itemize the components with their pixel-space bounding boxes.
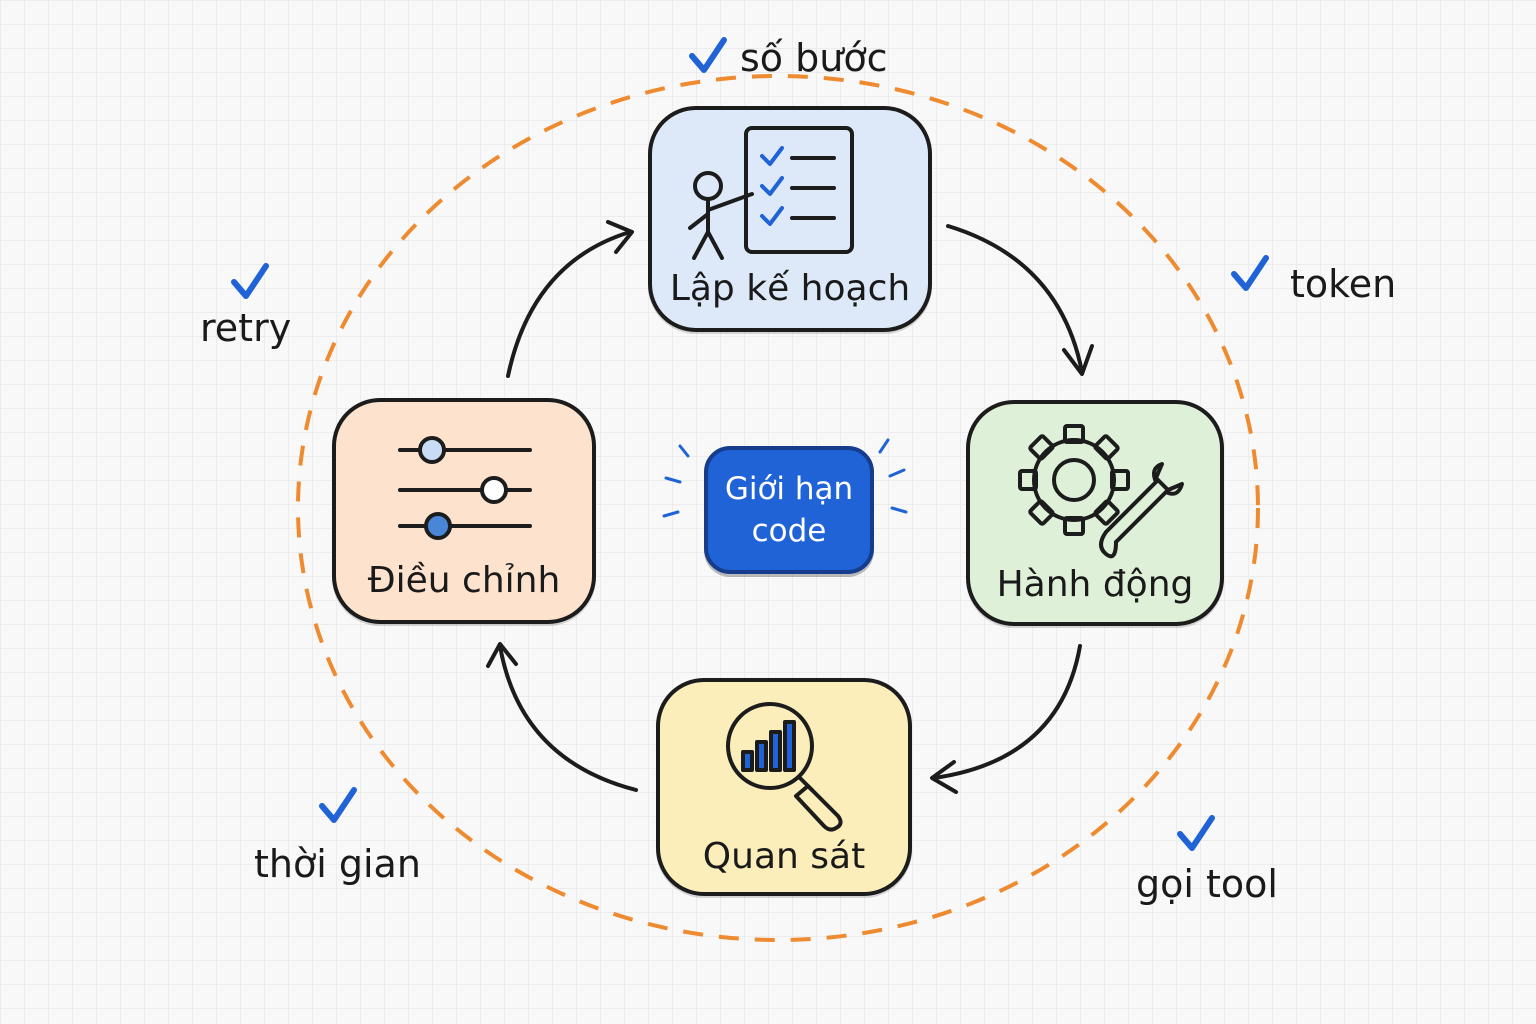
limit-steps: số bước	[740, 36, 888, 80]
limits-dashed-ring	[296, 74, 1260, 942]
center-label-line1: Giới hạn	[724, 471, 854, 507]
node-plan: Lập kế hoạch	[648, 106, 932, 332]
check-icon	[689, 37, 727, 73]
node-adjust: Điều chỉnh	[332, 398, 596, 624]
center-label-line2: code	[751, 513, 827, 549]
sliders-icon	[398, 436, 532, 540]
check-icon	[231, 263, 269, 299]
limit-time: thời gian	[254, 842, 421, 886]
act-label: Hành động	[996, 564, 1194, 605]
node-observe: Quan sát	[656, 678, 912, 896]
limit-retry: retry	[200, 306, 292, 350]
check-icon	[319, 787, 357, 823]
presenter-checklist-icon	[688, 126, 854, 260]
arrow-observe-to-adjust-head	[486, 642, 518, 668]
limit-tool-calls: gọi tool	[1136, 862, 1278, 906]
sparkle-lines	[662, 438, 908, 518]
observe-label: Quan sát	[702, 836, 866, 877]
arrow-observe-to-adjust	[498, 644, 638, 792]
adjust-label: Điều chỉnh	[367, 560, 561, 601]
check-icon	[1177, 815, 1215, 851]
arrow-act-to-observe	[932, 644, 1082, 780]
node-act: Hành động	[966, 400, 1224, 626]
gear-wrench-icon	[1018, 424, 1184, 559]
arrow-act-to-observe-head	[930, 760, 958, 794]
plan-label: Lập kế hoạch	[669, 268, 911, 309]
center-limit-box: Giới hạn code	[704, 446, 874, 574]
arrow-plan-to-act-head	[1062, 344, 1094, 376]
limit-token: token	[1290, 262, 1397, 306]
arrow-adjust-to-plan	[506, 230, 632, 378]
arrow-adjust-to-plan-head	[606, 220, 634, 254]
magnifier-chart-icon	[726, 702, 843, 832]
arrow-plan-to-act	[946, 224, 1084, 374]
check-icon	[1231, 255, 1269, 291]
